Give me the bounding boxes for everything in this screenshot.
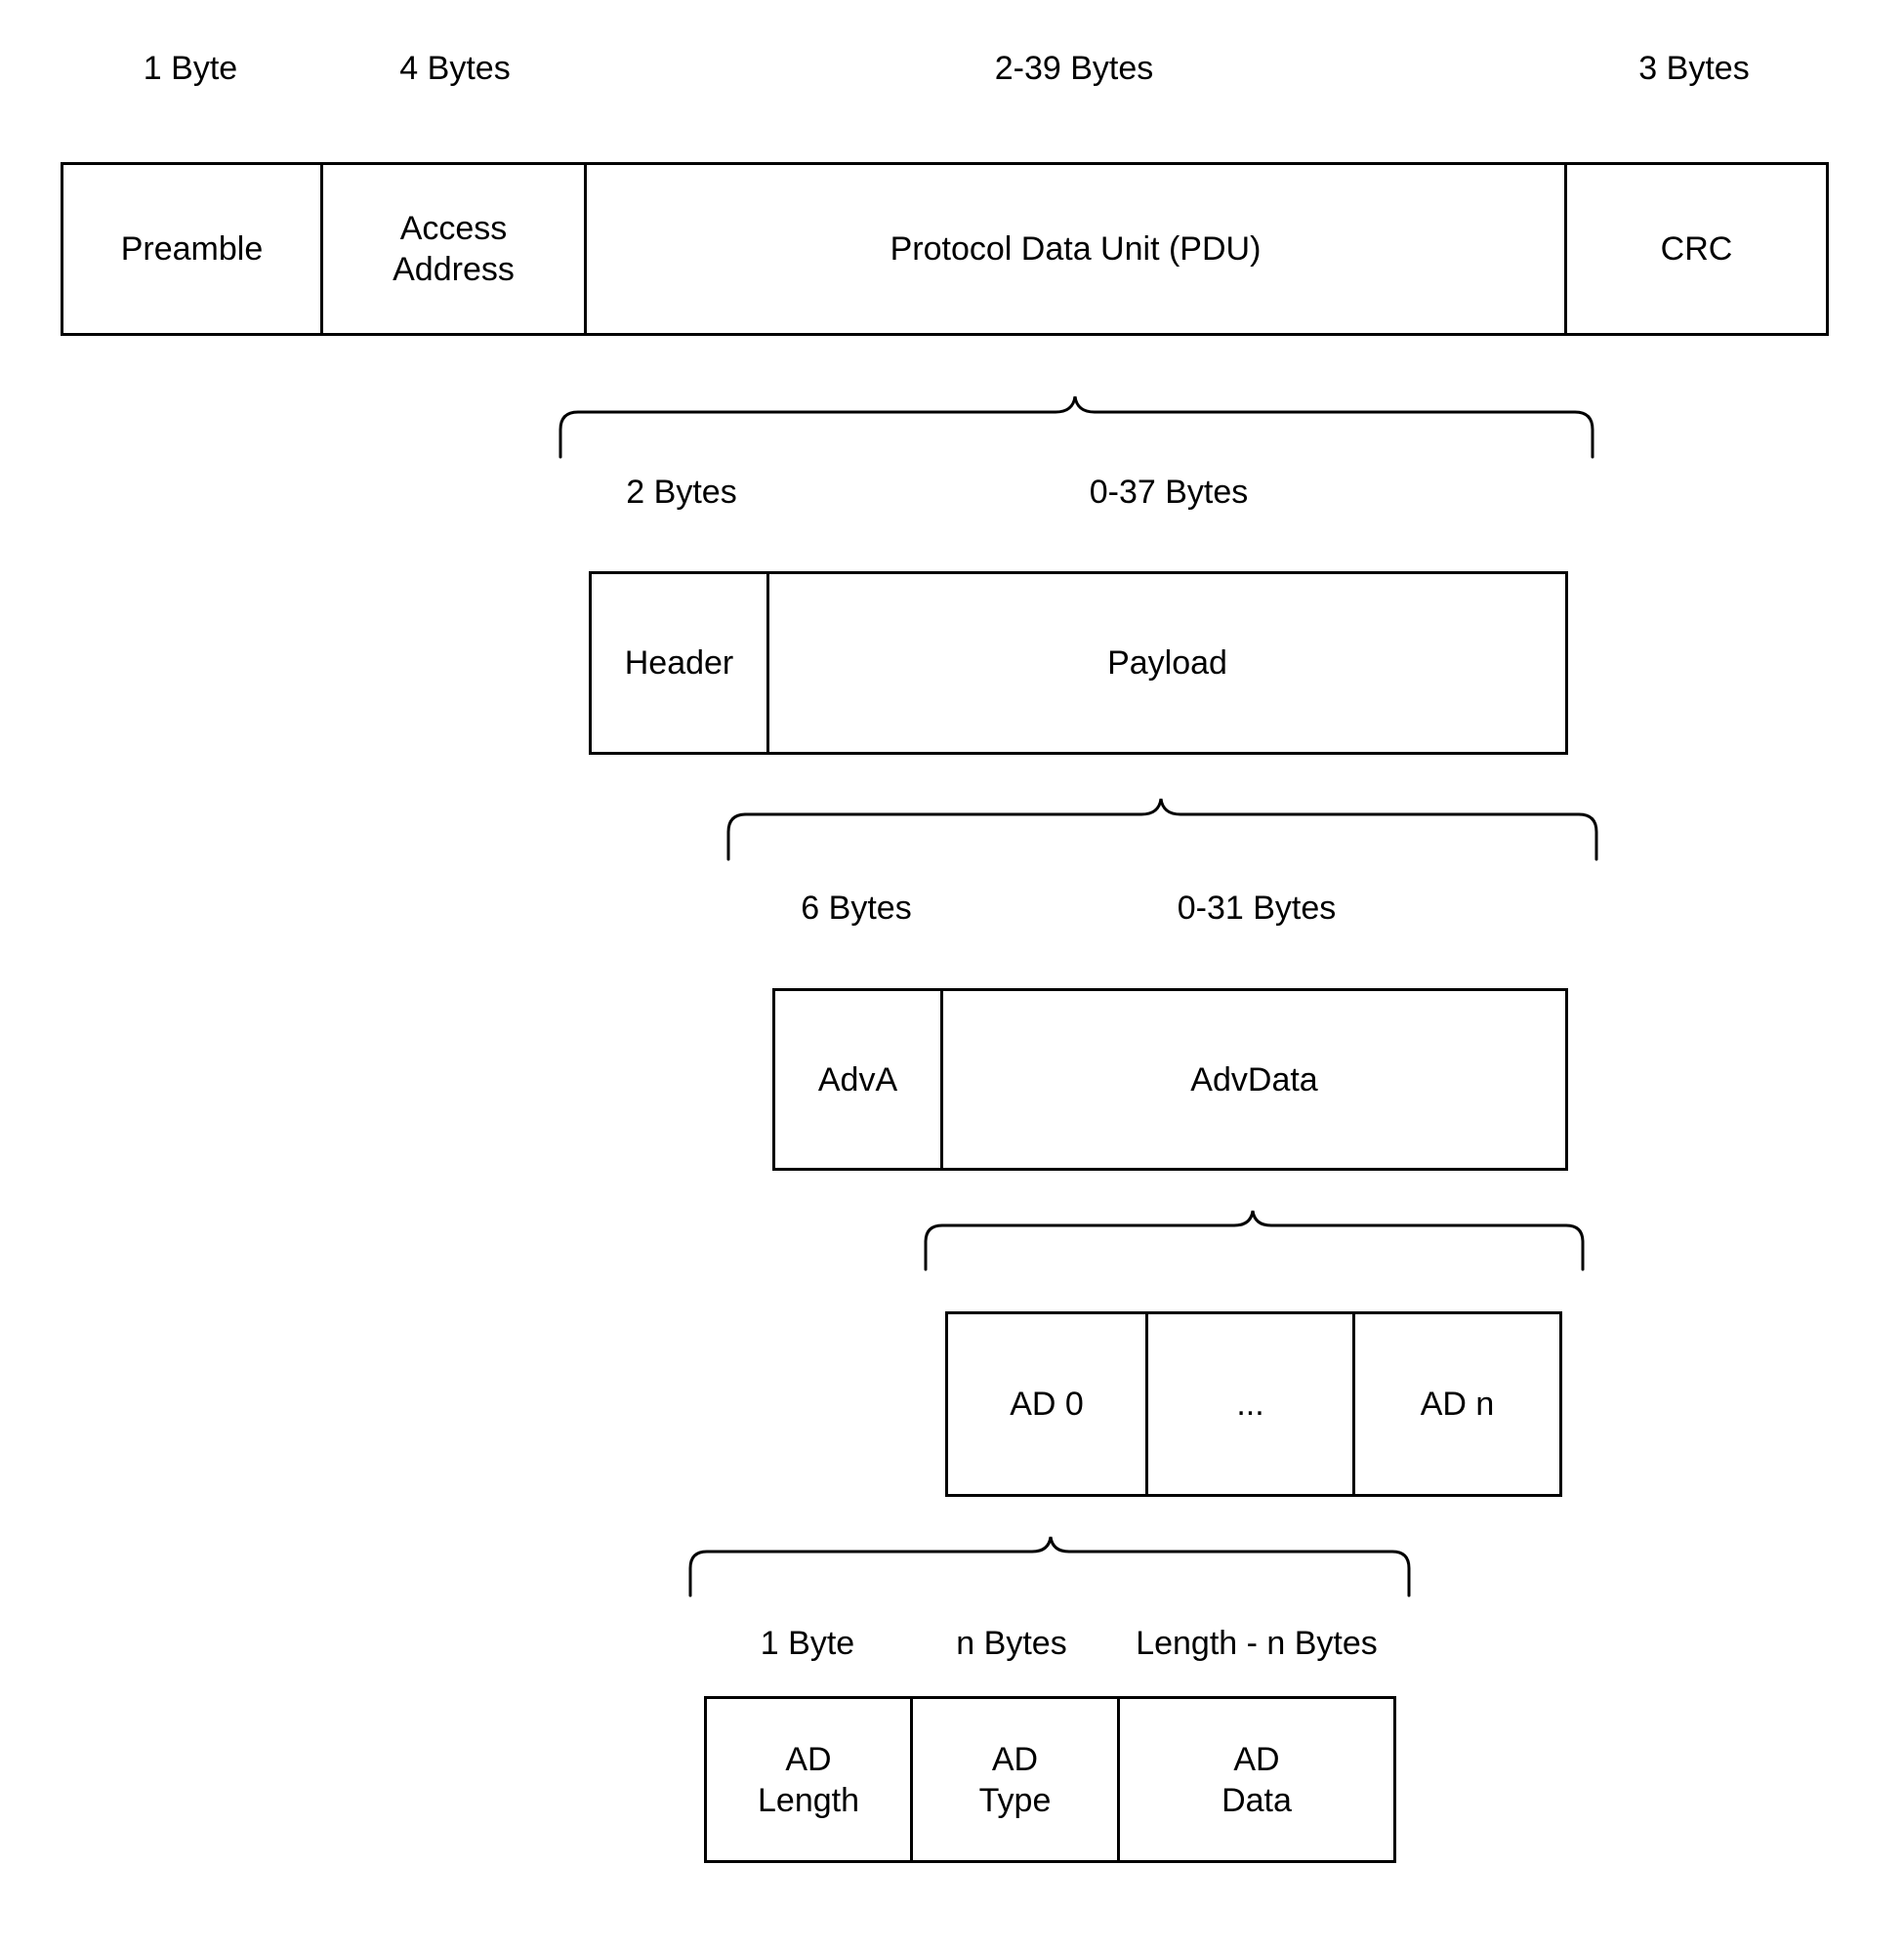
size-label-preamble: 1 Byte — [143, 50, 238, 87]
field-ad-ellipsis-label: ... — [1236, 1386, 1264, 1423]
field-advdata: AdvData — [943, 988, 1568, 1171]
field-ad-data: AD Data — [1120, 1696, 1396, 1863]
field-ad-length: AD Length — [704, 1696, 913, 1863]
field-adva-label: AdvA — [817, 1060, 898, 1098]
field-header: Header — [589, 571, 769, 755]
brace-payload — [726, 798, 1598, 861]
field-header-label: Header — [624, 644, 734, 682]
field-ad-n-label: AD n — [1420, 1386, 1495, 1423]
field-preamble-label: Preamble — [120, 230, 264, 268]
field-advdata-label: AdvData — [1190, 1060, 1318, 1098]
field-preamble: Preamble — [61, 162, 323, 336]
size-label-pdu: 2-39 Bytes — [994, 50, 1154, 87]
field-ad-0-label: AD 0 — [1010, 1386, 1084, 1423]
field-pdu: Protocol Data Unit (PDU) — [587, 162, 1567, 336]
size-label-ad-data: Length - n Bytes — [1136, 1625, 1378, 1662]
field-ad-type-label: AD Type — [978, 1740, 1052, 1819]
size-label-header: 2 Bytes — [626, 474, 737, 511]
field-ad-type: AD Type — [913, 1696, 1120, 1863]
field-ad-ellipsis: ... — [1148, 1311, 1355, 1497]
size-label-access-address: 4 Bytes — [399, 50, 511, 87]
size-label-payload: 0-37 Bytes — [1089, 474, 1249, 511]
field-ad-0: AD 0 — [945, 1311, 1148, 1497]
field-crc: CRC — [1567, 162, 1829, 336]
field-ad-data-label: AD Data — [1221, 1740, 1292, 1819]
brace-ad — [688, 1536, 1411, 1597]
size-label-ad-type: n Bytes — [956, 1625, 1067, 1662]
size-label-adva: 6 Bytes — [801, 890, 912, 927]
field-access-address-label: Access Address — [393, 210, 515, 288]
field-adva: AdvA — [772, 988, 943, 1171]
size-label-advdata: 0-31 Bytes — [1177, 890, 1337, 927]
field-ad-length-label: AD Length — [758, 1740, 859, 1819]
field-pdu-label: Protocol Data Unit (PDU) — [890, 230, 1262, 268]
brace-advdata — [924, 1210, 1585, 1271]
field-payload-label: Payload — [1107, 644, 1227, 682]
field-crc-label: CRC — [1660, 230, 1733, 268]
field-ad-n: AD n — [1355, 1311, 1562, 1497]
brace-pdu — [559, 395, 1594, 459]
size-label-ad-length: 1 Byte — [760, 1625, 855, 1662]
field-payload: Payload — [769, 571, 1568, 755]
size-label-crc: 3 Bytes — [1638, 50, 1750, 87]
field-access-address: Access Address — [323, 162, 587, 336]
